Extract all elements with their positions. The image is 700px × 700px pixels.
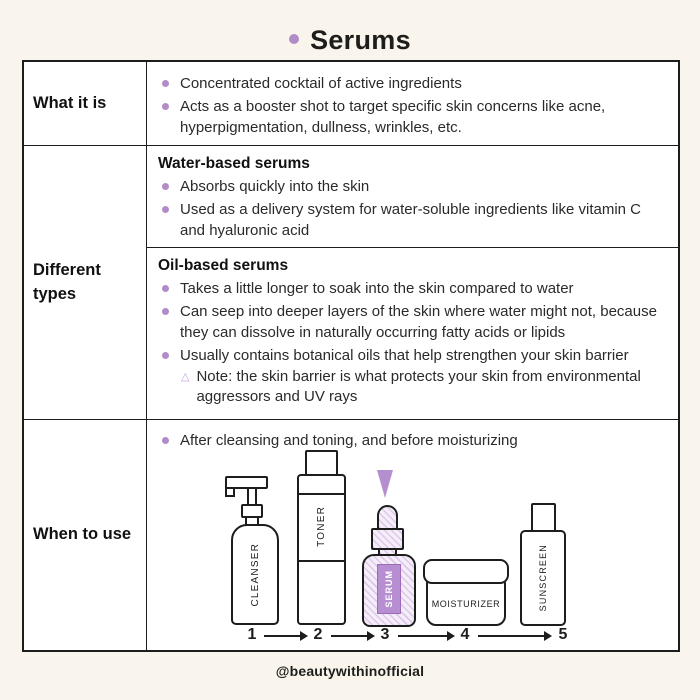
bullet-text: After cleansing and toning, and before m… [180,432,518,449]
sunscreen-bottle: SUNSCREEN [520,530,566,626]
toner-cap [305,450,338,476]
list-item: Usually contains botanical oils that hel… [157,345,670,366]
note-text: Note: the skin barrier is what protects … [196,368,641,405]
toner-line [298,493,345,495]
bullet-icon [162,206,169,213]
when-to-use-content: After cleansing and toning, and before m… [147,420,678,650]
bullet-icon [162,285,169,292]
cleanser-pump-head [225,476,268,489]
water-based-section: Water-based serums Absorbs quickly into … [147,146,678,248]
moisturizer-lid [423,559,509,584]
toner-label-band: TONER [299,493,344,560]
highlight-arrow-icon [377,470,393,498]
bullet-text: Usually contains botanical oils that hel… [180,347,629,364]
bullet-icon [162,308,169,315]
routine-illustration: CLEANSER TONER SERUM [147,420,680,648]
serum-dropper-bulb [377,505,398,530]
bullet-text: Can seep into deeper layers of the skin … [180,303,657,341]
list-item: Concentrated cocktail of active ingredie… [157,73,670,94]
title-bullet-icon [289,33,300,44]
serum-label-badge: SERUM [377,564,401,614]
row-label-what-it-is: What it is [24,62,147,146]
triangle-bullet-icon: △ [181,371,190,383]
bullet-text: Used as a delivery system for water-solu… [180,201,642,239]
note-item: △ Note: the skin barrier is what protect… [181,367,670,407]
step-arrow-icon [398,631,455,641]
step-arrow-icon [264,631,308,641]
bullet-icon [162,437,169,444]
list-item: After cleansing and toning, and before m… [157,430,670,451]
moisturizer-jar: MOISTURIZER [426,581,506,626]
section-heading: Oil-based serums [158,257,289,274]
row-label-when-to-use: When to use [24,420,147,650]
cleanser-bottle: CLEANSER [231,524,279,625]
cleanser-label: CLEANSER [249,542,261,607]
step-number-3: 3 [380,626,390,643]
toner-bottle: TONER [297,474,346,625]
row-label-different-types: Different types [24,146,147,420]
step-arrow-icon [478,631,552,641]
different-types-content: Water-based serums Absorbs quickly into … [147,146,678,420]
page-title-text: Serums [310,25,411,55]
serum-dropper-collar [371,528,404,550]
bullet-text: Absorbs quickly into the skin [180,178,370,195]
row-label-text: What it is [33,93,107,112]
step-arrow-icon [331,631,375,641]
bullet-icon [162,183,169,190]
bullet-icon [162,103,169,110]
bullet-icon [162,80,169,87]
bullet-icon [162,352,169,359]
serums-table: What it is Concentrated cocktail of acti… [22,60,680,652]
row-label-text: Different types [33,260,101,303]
sunscreen-cap [531,503,556,532]
toner-line [298,560,345,562]
sunscreen-label: SUNSCREEN [538,544,548,612]
step-number-4: 4 [460,626,470,643]
bullet-text: Acts as a booster shot to target specifi… [180,98,606,136]
what-it-is-content: Concentrated cocktail of active ingredie… [147,62,678,146]
step-number-1: 1 [247,626,257,643]
bullet-text: Concentrated cocktail of active ingredie… [180,75,462,92]
list-item: Can seep into deeper layers of the skin … [157,301,670,343]
section-heading: Water-based serums [158,155,310,172]
social-handle: @beautywithinofficial [275,663,425,679]
moisturizer-label: MOISTURIZER [431,598,501,609]
toner-label: TONER [316,506,327,547]
list-item: Absorbs quickly into the skin [157,176,670,197]
row-label-text: When to use [33,525,132,544]
page-title: Serums [0,25,700,56]
serum-label: SERUM [384,570,394,608]
oil-based-section: Oil-based serums Takes a little longer t… [147,248,678,419]
list-item: Acts as a booster shot to target specifi… [157,96,670,138]
list-item: Used as a delivery system for water-solu… [157,199,670,241]
step-number-5: 5 [558,626,568,643]
list-item: Takes a little longer to soak into the s… [157,278,670,299]
step-number-2: 2 [313,626,323,643]
bullet-text: Takes a little longer to soak into the s… [180,280,574,297]
